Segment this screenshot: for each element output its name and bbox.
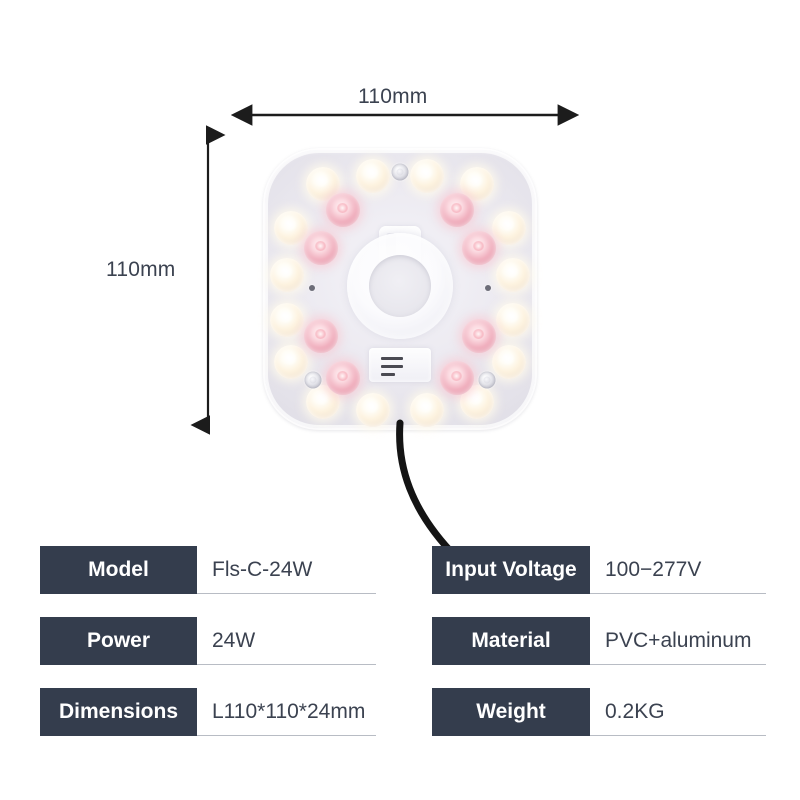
led-pink-icon [440, 361, 474, 395]
spec-label-dimensions: Dimensions [40, 688, 197, 736]
width-dimension-label: 110mm [358, 85, 428, 108]
height-dimension-arrow [190, 125, 226, 435]
row-underline [590, 735, 766, 736]
row-underline [197, 593, 376, 594]
screw-hole-icon [485, 285, 491, 291]
spec-value-model: Fls-C-24W [212, 558, 313, 581]
led-white-icon [410, 159, 444, 193]
led-white-icon [274, 211, 308, 245]
spec-label-model: Model [40, 546, 197, 594]
led-pink-icon [326, 193, 360, 227]
height-dimension-label: 110mm [106, 258, 176, 281]
led-white-icon [356, 159, 390, 193]
led-white-icon [496, 258, 530, 292]
led-pink-icon [462, 319, 496, 353]
width-dimension-arrow [230, 104, 580, 126]
led-pink-icon [304, 231, 338, 265]
rivet-icon [304, 371, 322, 389]
led-pink-icon [304, 319, 338, 353]
power-cable-icon [396, 419, 460, 561]
spec-row-material: Material PVC+aluminum [432, 617, 766, 665]
row-underline [590, 664, 766, 665]
led-pink-icon [440, 193, 474, 227]
led-white-icon [496, 303, 530, 337]
connector-pin [381, 357, 403, 360]
spec-row-weight: Weight 0.2KG [432, 688, 766, 736]
led-white-icon [410, 393, 444, 427]
row-underline [197, 664, 376, 665]
led-white-icon [274, 345, 308, 379]
led-white-icon [270, 258, 304, 292]
row-underline [197, 735, 376, 736]
led-white-icon [356, 393, 390, 427]
spec-value-power: 24W [212, 629, 256, 652]
rivet-icon [391, 163, 409, 181]
spec-row-power: Power 24W [40, 617, 376, 665]
row-underline [590, 593, 766, 594]
spec-label-power: Power [40, 617, 197, 665]
spec-value-dimensions: L110*110*24mm [212, 700, 366, 723]
center-mounting-hole [369, 255, 431, 317]
rivet-icon [478, 371, 496, 389]
center-housing-icon [347, 233, 453, 339]
spec-value-input-voltage: 100−277V [605, 558, 702, 581]
spec-label-input-voltage: Input Voltage [432, 546, 590, 594]
led-pink-icon [326, 361, 360, 395]
connector-block-icon [369, 348, 431, 382]
led-white-icon [492, 211, 526, 245]
spec-label-material: Material [432, 617, 590, 665]
led-module-product-image [263, 148, 537, 430]
spec-value-material: PVC+aluminum [605, 629, 752, 652]
led-white-icon [270, 303, 304, 337]
led-pink-icon [462, 231, 496, 265]
led-white-icon [492, 345, 526, 379]
spec-value-weight: 0.2KG [605, 700, 665, 723]
spec-label-weight: Weight [432, 688, 590, 736]
connector-pin [381, 365, 403, 368]
spec-row-dimensions: Dimensions L110*110*24mm [40, 688, 376, 736]
spec-row-input-voltage: Input Voltage 100−277V [432, 546, 766, 594]
spec-row-model: Model Fls-C-24W [40, 546, 376, 594]
connector-pin [381, 373, 395, 376]
screw-hole-icon [309, 285, 315, 291]
